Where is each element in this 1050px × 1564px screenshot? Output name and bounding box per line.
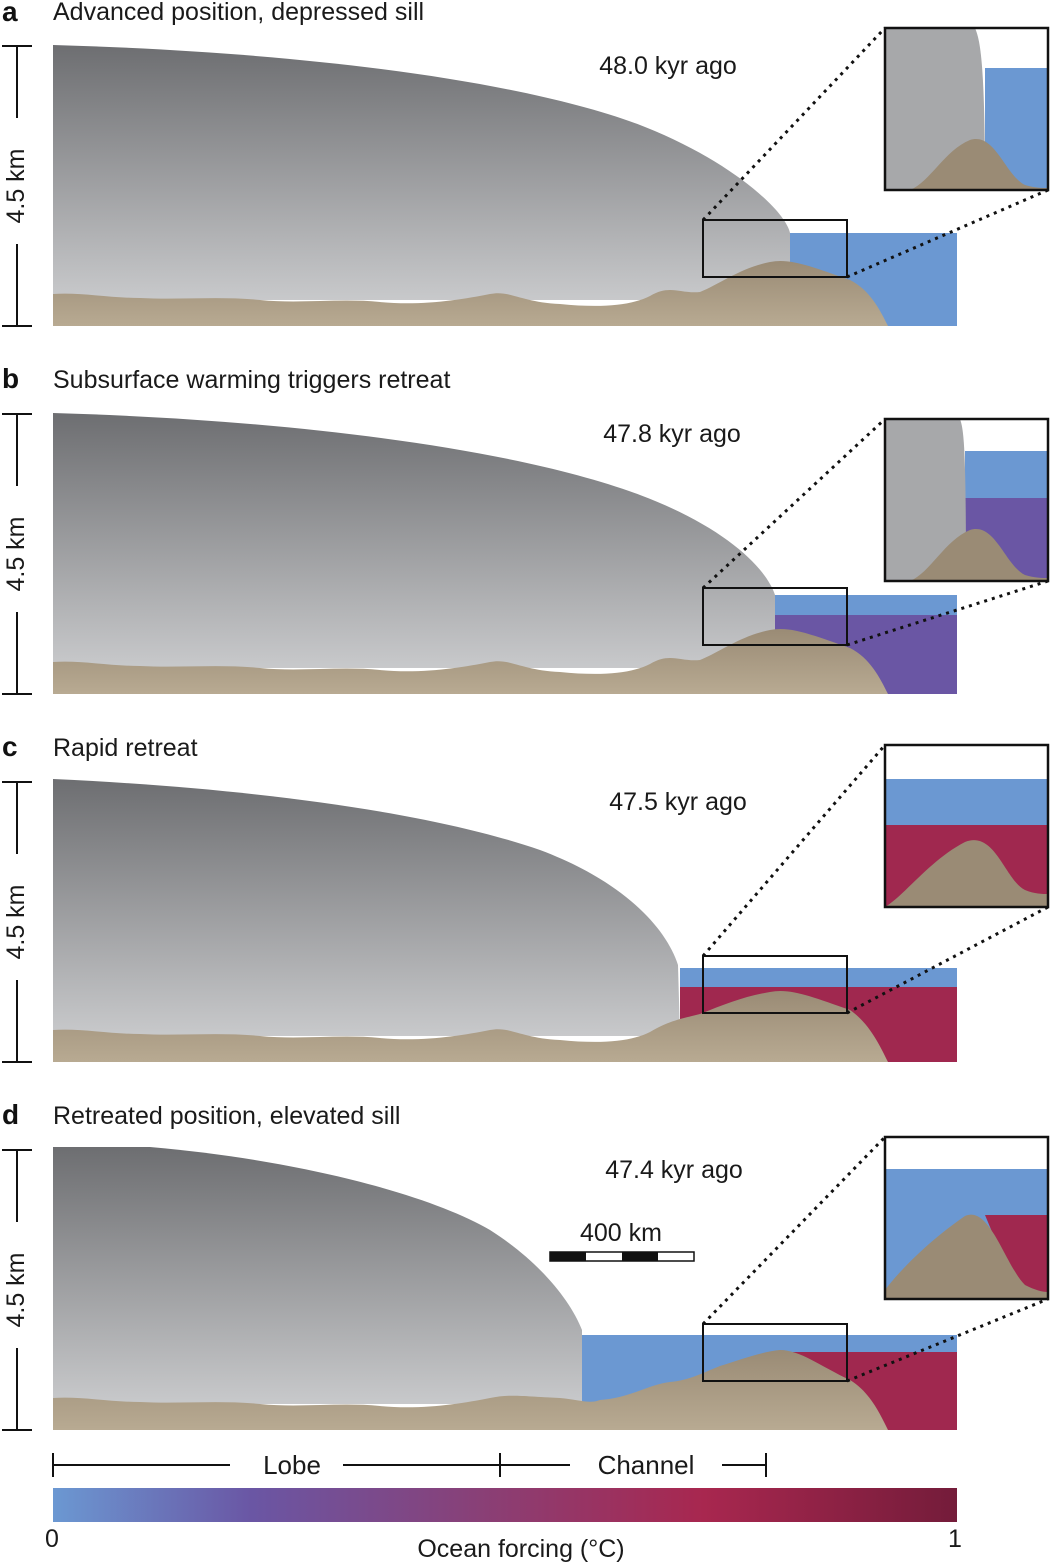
height-scale: 4.5 km bbox=[2, 781, 32, 1063]
inset bbox=[885, 1137, 1048, 1299]
height-label: 4.5 km bbox=[2, 516, 30, 591]
panel-a: a Advanced position, depressed sill 4.5 … bbox=[2, 0, 1050, 327]
zoom-leader bbox=[701, 417, 887, 590]
inset-sill bbox=[885, 1214, 1048, 1299]
channel-label: Channel bbox=[598, 1450, 695, 1480]
inset-sill bbox=[885, 529, 1048, 581]
height-scale: 4.5 km bbox=[2, 45, 32, 327]
zoom-box bbox=[702, 955, 848, 1014]
colorbar-title: Ocean forcing (°C) bbox=[417, 1535, 624, 1563]
ice-sheet bbox=[53, 45, 790, 300]
bedrock bbox=[53, 628, 888, 694]
panel-d: d Retreated position, elevated sill 4.5 … bbox=[2, 1099, 1050, 1431]
inset-frame bbox=[883, 26, 1050, 192]
panel-title: Advanced position, depressed sill bbox=[53, 0, 424, 26]
inset bbox=[885, 745, 1048, 907]
inset-water-lower bbox=[985, 1215, 1048, 1299]
distance-scale-bar: 400 km bbox=[549, 1219, 695, 1262]
ice-sheet bbox=[53, 1147, 582, 1404]
time-label: 47.5 kyr ago bbox=[609, 788, 747, 816]
panel-letter: b bbox=[2, 363, 19, 394]
ice-sheet bbox=[53, 413, 775, 668]
panel-c: c Rapid retreat 4.5 km 47.5 kyr ago bbox=[2, 731, 1050, 1063]
panel-letter: d bbox=[2, 1099, 19, 1130]
panel-title: Rapid retreat bbox=[53, 734, 198, 762]
bedrock bbox=[53, 260, 888, 326]
zoom-leader bbox=[846, 905, 1049, 1015]
zoom-leader bbox=[701, 744, 887, 957]
colorbar: 0 1 Ocean forcing (°C) bbox=[45, 1488, 962, 1563]
panel-title: Subsurface warming triggers retreat bbox=[53, 366, 450, 394]
height-scale: 4.5 km bbox=[2, 413, 32, 695]
height-label: 4.5 km bbox=[2, 1252, 30, 1327]
inset-frame bbox=[883, 1135, 1050, 1301]
time-label: 47.8 kyr ago bbox=[603, 420, 741, 448]
time-label: 48.0 kyr ago bbox=[599, 52, 737, 80]
colorbar-max-label: 1 bbox=[948, 1525, 962, 1553]
inset-water-upper bbox=[885, 779, 1048, 825]
colorbar-min-label: 0 bbox=[45, 1525, 59, 1553]
zoom-box bbox=[702, 1323, 848, 1382]
region-brackets: Lobe Channel bbox=[52, 1450, 767, 1480]
inset-sill bbox=[885, 139, 1048, 190]
height-label: 4.5 km bbox=[2, 884, 30, 959]
zoom-leader bbox=[701, 1135, 887, 1326]
panel-title: Retreated position, elevated sill bbox=[53, 1102, 400, 1130]
inset-frame bbox=[883, 417, 1050, 583]
zoom-leader bbox=[846, 579, 1049, 647]
inset-ice bbox=[885, 419, 966, 581]
scale-bar-label: 400 km bbox=[580, 1219, 662, 1247]
height-scale: 4.5 km bbox=[2, 1149, 32, 1431]
ice-sheet bbox=[53, 779, 680, 1036]
colorbar-gradient bbox=[53, 1488, 957, 1522]
ocean-water-upper bbox=[680, 968, 957, 987]
ocean-water-upper bbox=[775, 595, 957, 615]
inset bbox=[885, 28, 1048, 190]
panel-b: b Subsurface warming triggers retreat 4.… bbox=[2, 363, 1050, 695]
inset bbox=[885, 419, 1048, 581]
time-label: 47.4 kyr ago bbox=[605, 1156, 743, 1184]
bedrock bbox=[53, 990, 888, 1062]
inset-water-upper bbox=[965, 451, 1048, 498]
inset-frame bbox=[883, 743, 1050, 909]
zoom-box bbox=[702, 587, 848, 646]
panel-letter: a bbox=[2, 0, 18, 27]
panel-letter: c bbox=[2, 731, 18, 762]
inset-sill bbox=[885, 840, 1048, 907]
height-label: 4.5 km bbox=[2, 148, 30, 223]
bedrock bbox=[53, 1350, 888, 1430]
lobe-label: Lobe bbox=[263, 1450, 321, 1480]
zoom-box bbox=[702, 219, 848, 278]
